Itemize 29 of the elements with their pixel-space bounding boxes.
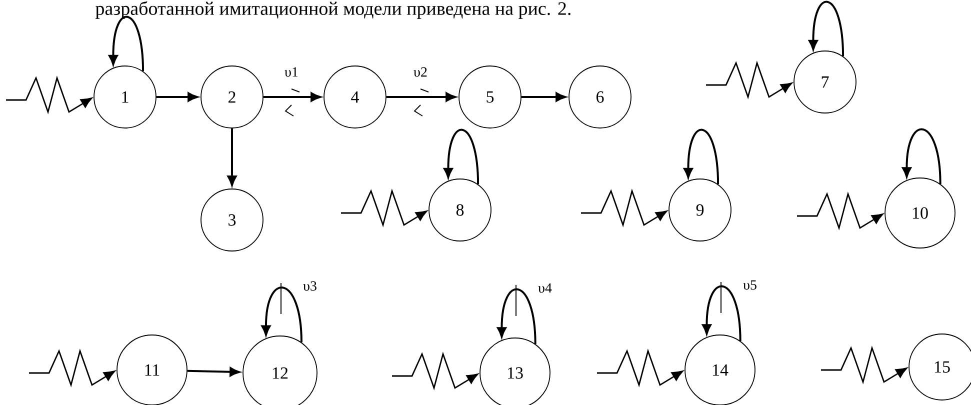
loop-arrow [702,286,742,341]
source-arrow [581,188,668,228]
arrow [386,92,456,102]
caption-text: разработанной имитационной модели приведена на рис. 2. [96,1,570,19]
arrow [187,367,240,376]
loop-arrow [497,288,536,344]
loop-arrow [684,129,720,184]
arrow [227,128,237,186]
loop-arrow [108,16,144,72]
edge-label: υ3 [303,281,316,291]
source-arrow [341,188,428,228]
edge-label: υ4 [538,283,552,293]
arrow [156,92,198,102]
loop-arrow [902,128,942,184]
arrow [263,92,321,102]
source-arrow [797,192,884,230]
source-arrow [6,76,92,114]
source-arrow [29,348,116,388]
edge-label: υ2 [414,67,427,77]
source-arrow [392,352,478,390]
source-arrow [821,346,908,384]
loop-arrow [261,286,302,342]
arrow [521,92,566,102]
source-arrow [706,60,792,100]
edge-label: υ1 [284,67,298,77]
loop-arrow [808,1,844,56]
loop-arrow [444,129,480,184]
source-arrow [597,348,684,388]
edge-label: υ5 [743,280,756,290]
